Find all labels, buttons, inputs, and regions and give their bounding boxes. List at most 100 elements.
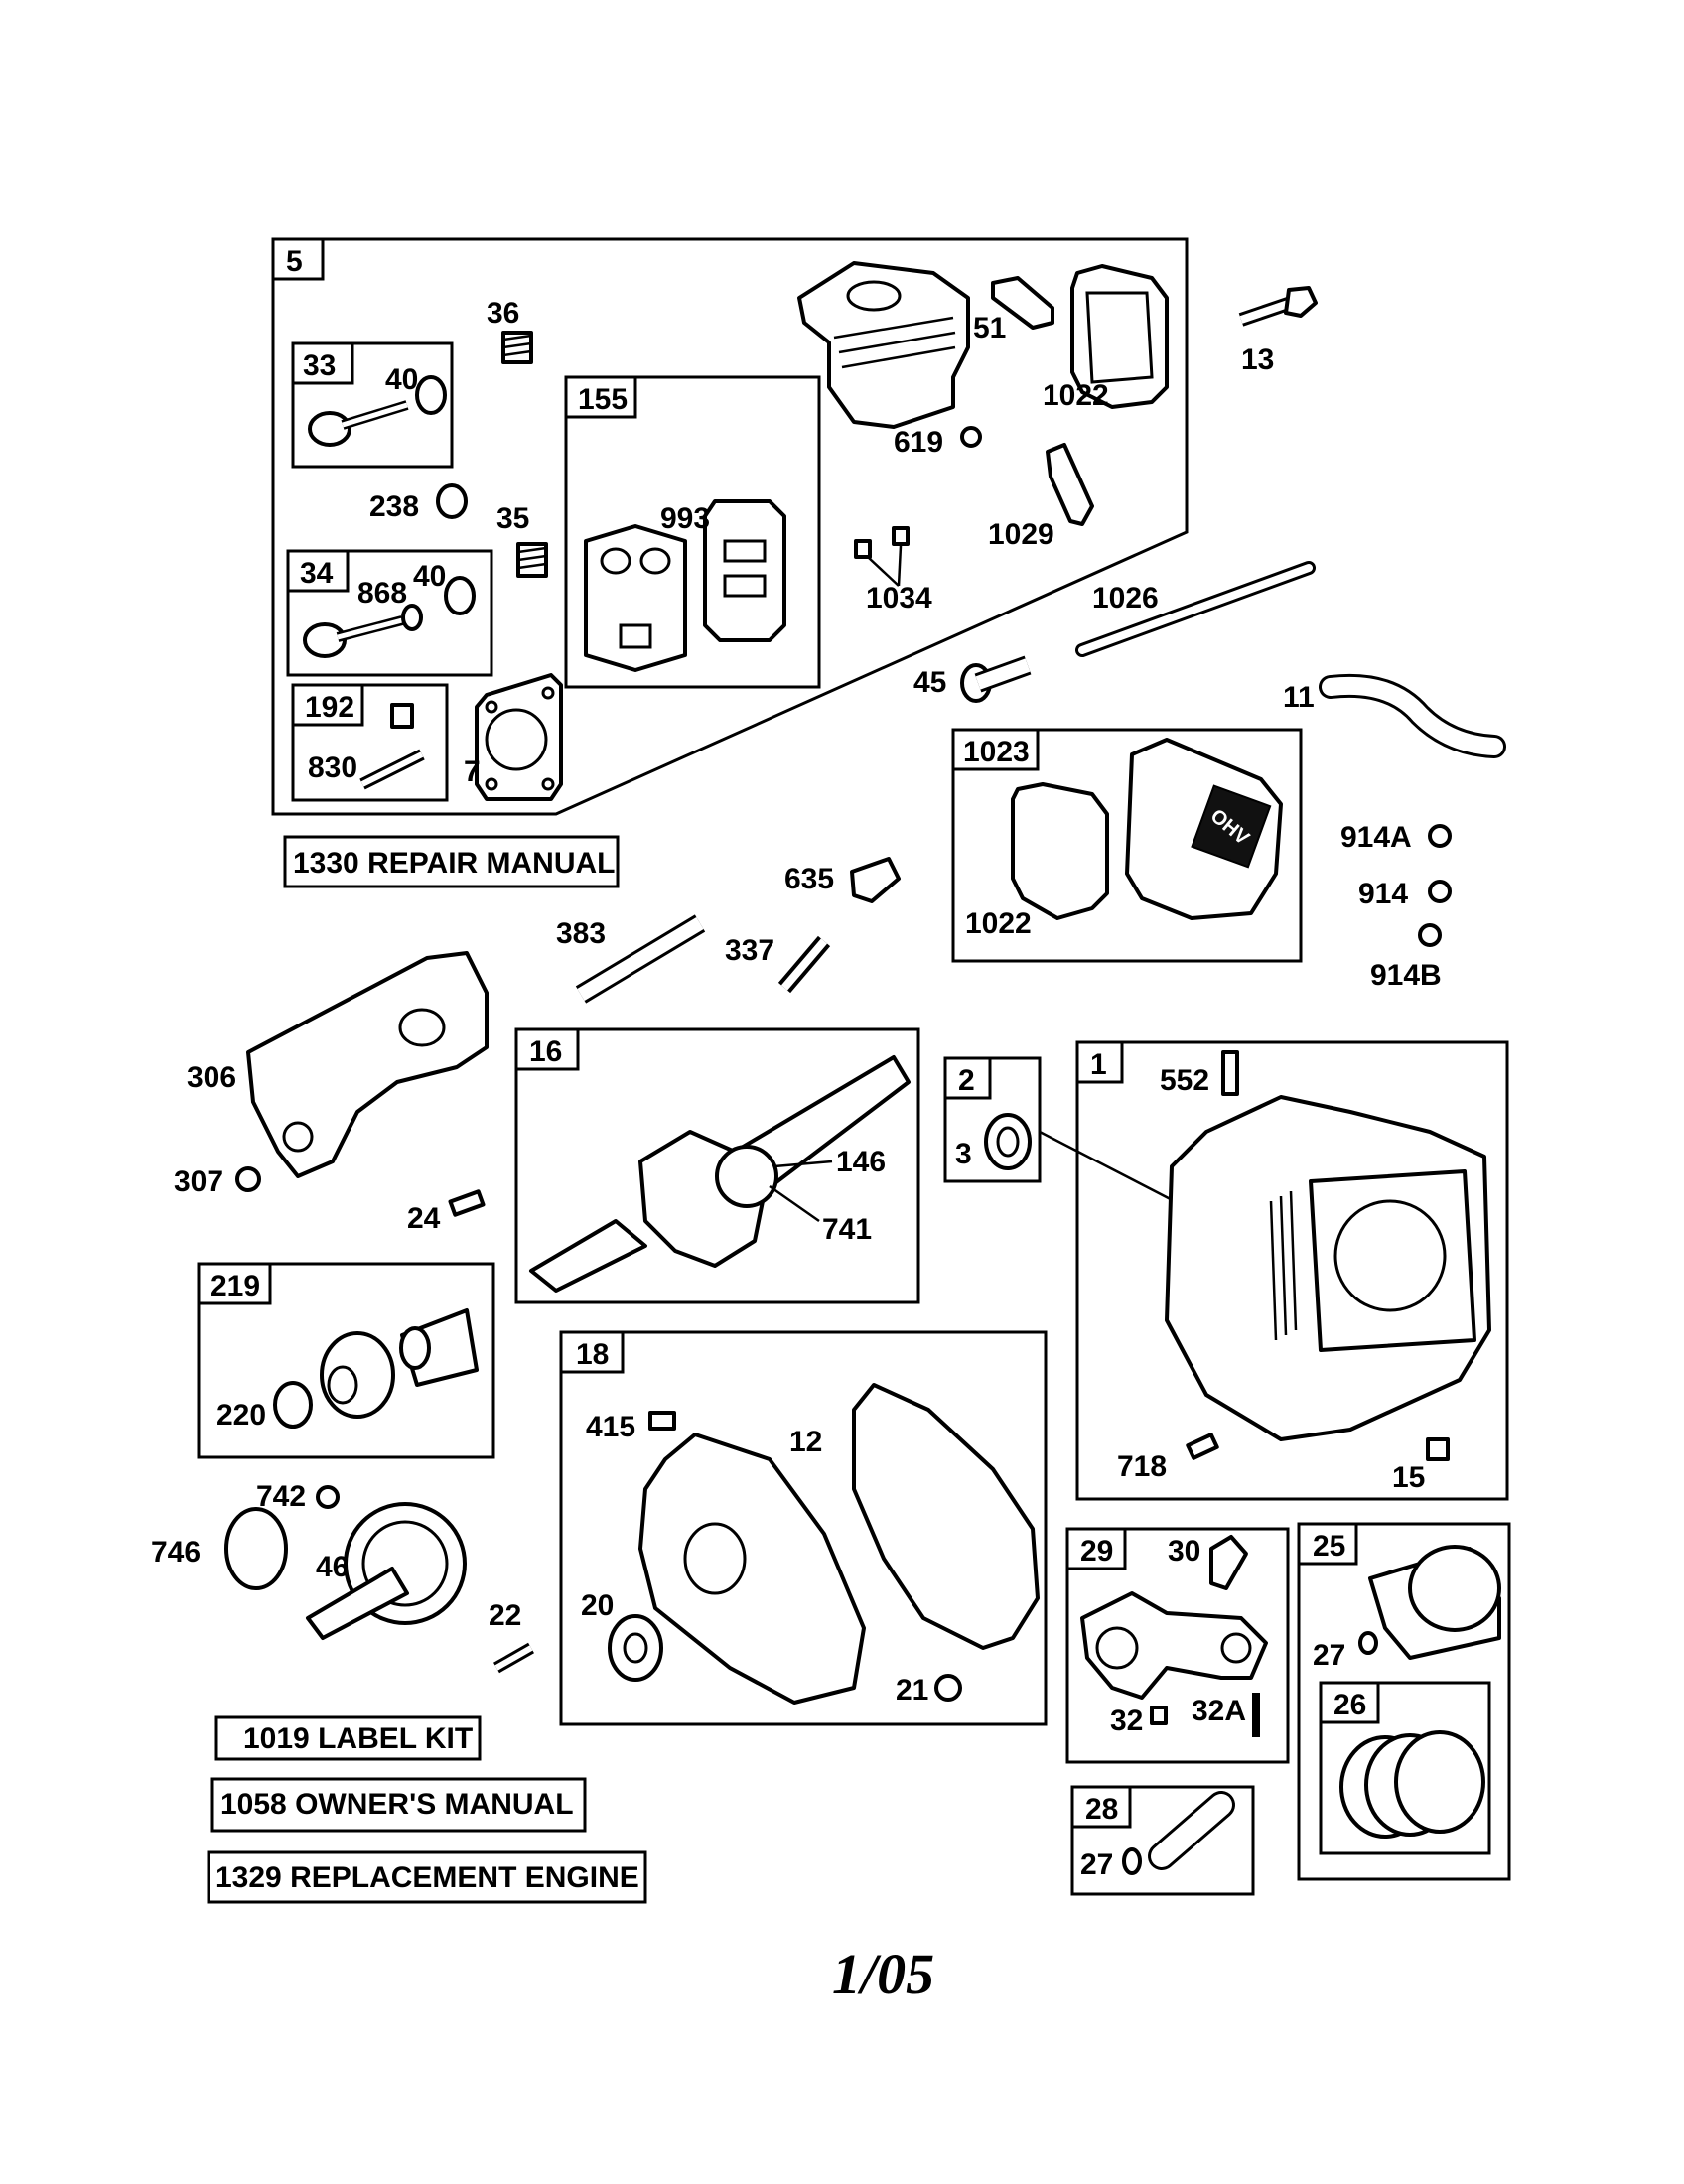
group-1-cylinder-block: 1 552 718 15 [1075,1040,1509,1501]
part-238-cap [436,483,468,519]
part-742-clip [316,1485,340,1509]
cover-casting [638,1433,866,1705]
part-11-breather-tube: 11 [1283,673,1506,758]
part-306-label: 306 [187,1061,236,1094]
box-label-16: 16 [529,1035,562,1068]
group-25-piston: 25 27 26 [1297,1522,1511,1881]
part-415-label: 415 [586,1411,635,1443]
part-1022b-label: 1022 [965,907,1032,940]
part-337-label: 337 [725,934,774,967]
part-146-label: 146 [836,1146,886,1178]
crank-pto-end [529,1219,647,1293]
part-741-label: 741 [822,1213,872,1246]
part-718-dowel [1186,1433,1219,1460]
cylinder-head-casting [797,261,970,429]
part-552-label: 552 [1160,1064,1209,1097]
part-11-label: 11 [1283,681,1315,714]
page-number: 1/05 [832,1942,934,2006]
part-238-label: 238 [369,490,419,523]
part-45-label: 45 [913,666,946,699]
kit-label-kit-label: 1019 LABEL KIT [243,1722,473,1755]
box-label-1: 1 [1090,1048,1107,1081]
box-label-25: 25 [1313,1530,1345,1563]
part-635-spark-boot [850,857,901,903]
part-27b-label: 27 [1080,1848,1113,1881]
part-36-valve-spring: 36 [487,297,533,364]
valve-seal-40b-icon [444,576,476,615]
box-label-18: 18 [576,1338,609,1371]
kit-repair-manual-label: 1330 REPAIR MANUAL [293,847,616,880]
part-15-plug [1426,1437,1450,1461]
box-label-1023: 1023 [963,736,1030,768]
rod-body-icon [1080,1591,1268,1700]
box-label-2: 2 [958,1064,975,1097]
box-label-26: 26 [1333,1689,1366,1721]
part-306-blower-housing: 306 [187,951,489,1178]
kit-repair-manual: 1330 REPAIR MANUAL [283,835,620,888]
part-20-label: 20 [581,1589,614,1622]
part-12-label: 12 [789,1426,822,1458]
part-32-bolt [1150,1706,1168,1725]
box-label-192: 192 [305,691,354,724]
part-27a-clip [1358,1631,1378,1655]
part-12-gasket [852,1383,1040,1650]
part-30-oil-dipper [1209,1535,1248,1590]
piston-ring-c [1394,1730,1485,1834]
part-46-camshaft: 46 [306,1502,467,1640]
part-914-label: 914 [1358,878,1408,910]
part-46-label: 46 [316,1551,349,1583]
group-2-oil-seal: 2 3 [943,1056,1252,1243]
part-746-label: 746 [151,1536,201,1569]
part-552-dowel [1221,1050,1239,1096]
part-742-label: 742 [256,1480,306,1513]
part-35-label: 35 [496,502,529,535]
part-830-label: 830 [308,751,357,784]
part-220-washer [273,1381,313,1429]
part-1034-label: 1034 [866,582,932,614]
part-13-label: 13 [1241,343,1274,376]
kit-owners-manual-label: 1058 OWNER'S MANUAL [220,1788,574,1821]
group-155-gasket-set: 155 993 [564,375,821,689]
part-36-label: 36 [487,297,519,330]
part-1022a-label: 1022 [1043,379,1109,412]
part-415-plug [648,1411,676,1431]
part-914-bolt [1428,880,1452,903]
kit-replacement-engine-label: 1329 REPLACEMENT ENGINE [215,1861,639,1894]
part-30-label: 30 [1168,1535,1200,1568]
part-13-bolt: 13 [1238,286,1318,376]
part-1026-push-rod: 1026 [1075,561,1316,657]
part-1034-nut-b [892,526,910,546]
valve-seal-40-icon [415,375,447,415]
part-383-label: 383 [556,917,606,950]
part-914A-bolt [1428,824,1452,848]
part-32-label: 32 [1110,1705,1143,1737]
crank-gear-146 [715,1145,778,1208]
part-993-label: 993 [660,502,710,535]
part-337-spark-plug: 337 [725,934,831,994]
part-383-wrench: 383 [556,914,706,1004]
part-32A-label: 32A [1192,1695,1246,1727]
group-219-governor: 219 220 [197,1262,495,1459]
group-28-piston-pin: 28 27 [1070,1785,1255,1896]
group-1023-valve-cover: 1023 OHV 1022 [951,728,1303,963]
group-34-intake-valve: 34 868 40 [286,549,493,677]
part-1029-rocker-arm [1046,443,1094,526]
group-192-fitting: 192 830 [291,683,449,802]
part-718-label: 718 [1117,1450,1167,1483]
group-33-exhaust-valve: 33 40 [291,341,454,469]
valve-retainer-868-icon [401,604,423,631]
part-40-label: 40 [385,363,418,396]
part-3-label: 3 [955,1138,972,1170]
part-45-tappet: 45 [913,655,1032,703]
valve-head-33 [308,411,351,447]
box-label-34: 34 [300,557,334,590]
group-18-crankcase-cover: 18 415 12 20 21 [559,1330,1048,1726]
part-21-fitting [934,1674,962,1702]
part-307-screw [235,1166,261,1192]
part-7-head-gasket: 7 [464,673,563,801]
part-619-bolt [960,426,982,448]
group-29-connecting-rod: 29 30 32 32A [1065,1527,1290,1764]
box-label-155: 155 [578,383,628,416]
part-1029-label: 1029 [988,518,1054,551]
